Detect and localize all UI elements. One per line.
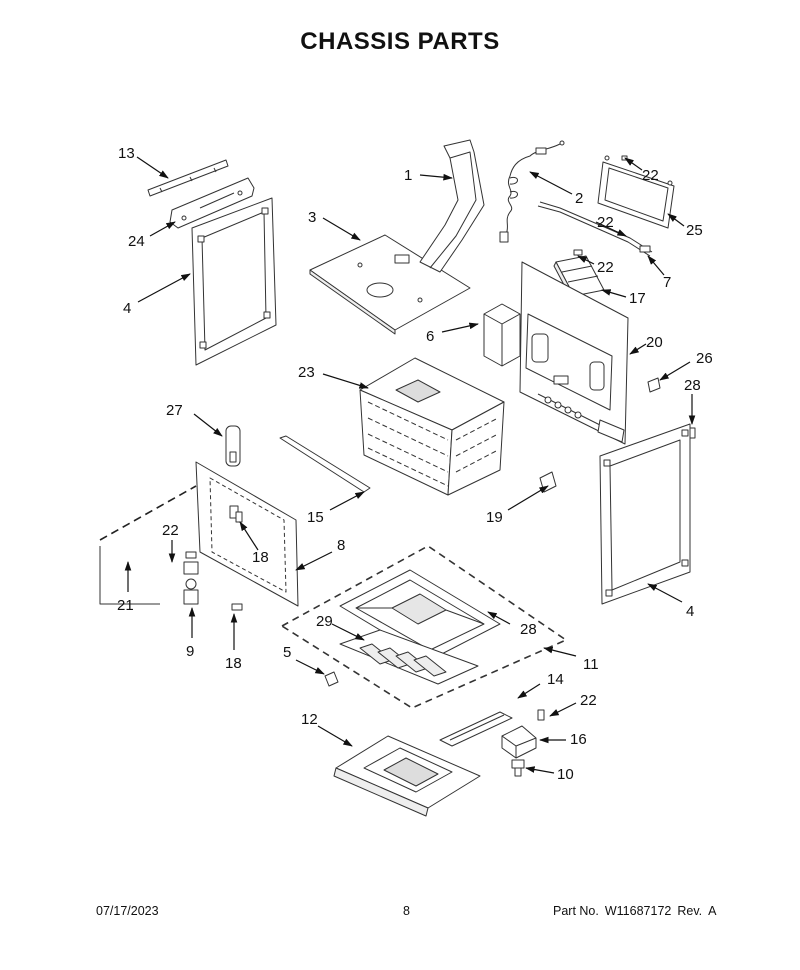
callout-27: 27 [166,402,183,419]
part-18-screw-lower [231,603,243,611]
part-22-screw-bottom [537,709,545,721]
part-18-screw-upper [235,511,243,523]
callout-25: 25 [686,222,703,239]
callout-13: 13 [118,145,135,162]
footer-page-number: 8 [403,904,410,918]
part-9-assembly [183,551,199,605]
callout-29: 29 [316,613,333,630]
dashed-leader-21 [99,485,197,541]
callout-22-a: 22 [642,167,659,184]
part-20-back-panel [519,261,629,445]
callout-5: 5 [283,644,291,661]
part-12-broil-drawer [333,735,481,817]
callout-14: 14 [547,671,564,688]
callout-22-d: 22 [162,522,179,539]
footer-date: 07/17/2023 [96,904,159,918]
callout-21: 21 [117,597,134,614]
callout-17: 17 [629,290,646,307]
callout-10: 10 [557,766,574,783]
callout-8: 8 [337,537,345,554]
callout-28-a: 28 [684,377,701,394]
leader-arrows [124,156,696,774]
part-28-bake-tray [339,569,501,661]
part-11-assembly-outline [281,545,567,709]
part-14-rail [439,711,513,747]
callout-9: 9 [186,643,194,660]
callout-19: 19 [486,509,503,526]
callout-28-b: 28 [520,621,537,638]
part-number-label: Part No. [553,904,599,918]
part-number-value: W11687172 [604,904,672,918]
part-13-strip [147,159,229,197]
callout-7: 7 [663,274,671,291]
part-15-rail [279,435,371,493]
part-5-clip [324,671,339,687]
callout-4-left: 4 [123,300,131,317]
callout-11: 11 [583,656,599,673]
callout-18-a: 18 [252,549,269,566]
callout-22-c: 22 [597,259,614,276]
callout-12: 12 [301,711,318,728]
part-3-top-plate [309,234,471,335]
part-21-panel [99,546,160,605]
callout-6: 6 [426,328,434,345]
callout-15: 15 [307,509,324,526]
callout-2: 2 [575,190,583,207]
callout-22-b: 22 [597,214,614,231]
part-6-module [483,303,521,367]
part-7-wire [537,201,653,257]
callout-16: 16 [570,731,587,748]
revision-label: Rev. [677,904,703,918]
part-25-panel [597,155,675,229]
part-26-clip [647,377,661,393]
part-8-front-frame [195,461,299,607]
callout-4-right: 4 [686,603,694,620]
part-4-left-side-panel [191,197,277,366]
part-27-latch [225,425,241,467]
part-4-right-side-panel [599,423,691,605]
part-23-oven-cavity [359,357,505,496]
part-1-duct [419,139,485,273]
callout-labels: 13 24 4 1 3 2 22 22 25 22 7 17 6 20 23 2… [117,145,713,783]
callout-23: 23 [298,364,315,381]
callout-26: 26 [696,350,713,367]
page-title: CHASSIS PARTS [300,28,500,55]
callout-3: 3 [308,209,316,226]
part-10-leveling-leg [511,759,525,777]
footer-part-number: Part No. W11687172 Rev. A [553,904,716,918]
callout-22-e: 22 [580,692,597,709]
part-29-shield [339,629,479,685]
callout-20: 20 [646,334,663,351]
part-16-bracket [501,725,537,759]
callout-24: 24 [128,233,145,250]
revision-value: A [708,904,717,918]
part-2-power-cord [499,140,565,243]
callout-1: 1 [404,167,412,184]
callout-18-b: 18 [225,655,242,672]
